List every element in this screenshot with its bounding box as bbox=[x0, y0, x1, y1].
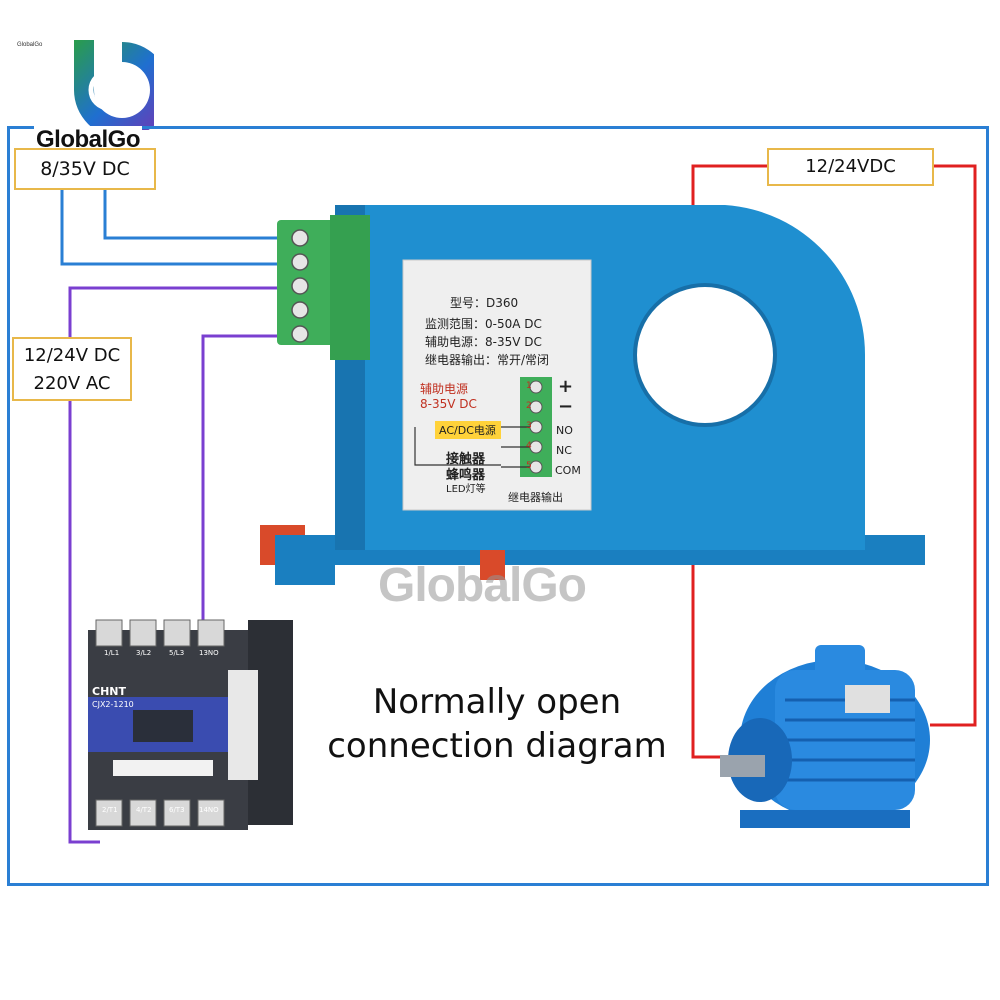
aux-wire-negative bbox=[60, 190, 292, 266]
terminal-minus: − bbox=[558, 396, 574, 417]
pin-2: 2 bbox=[526, 401, 532, 411]
contactor-device bbox=[88, 615, 293, 830]
contactor-supply-line2: 220V AC bbox=[33, 373, 111, 394]
contactor-top-terminal-2: 3/L2 bbox=[136, 649, 152, 657]
contactor-wire-1 bbox=[68, 286, 292, 345]
load-line3: LED灯等 bbox=[446, 484, 486, 495]
motor-device bbox=[715, 630, 940, 840]
device-aux-power: 辅助电源：8-35V DC bbox=[425, 335, 542, 349]
pin-5: 5 bbox=[526, 461, 532, 471]
pin-1: 1 bbox=[526, 381, 532, 391]
load-line1: 接触器 bbox=[446, 452, 486, 467]
contactor-top-terminal-3: 5/L3 bbox=[169, 649, 185, 657]
contactor-top-terminal-4: 13NO bbox=[199, 649, 219, 657]
contactor-bottom-terminal-4: 14NO bbox=[199, 806, 219, 814]
terminal-no: NO bbox=[556, 424, 573, 437]
contactor-supply-label: 12/24V DC 220V AC bbox=[12, 337, 132, 401]
terminal-com: COM bbox=[555, 464, 581, 477]
aux-power-label: 8/35V DC bbox=[14, 148, 156, 190]
contactor-wire-2 bbox=[201, 334, 292, 630]
contactor-supply-line1: 12/24V DC bbox=[23, 345, 121, 366]
load-line2: 蜂鸣器 bbox=[446, 468, 486, 483]
relay-footer: 继电器输出 bbox=[508, 491, 563, 504]
diagram-caption: Normally open connection diagram bbox=[322, 680, 672, 768]
contactor-model: CJX2-1210 bbox=[92, 700, 134, 709]
pin-3: 3 bbox=[526, 421, 532, 431]
device-relay-output: 继电器输出：常开/常闭 bbox=[425, 353, 550, 367]
small-brand-text: GlobalGo bbox=[17, 42, 43, 48]
device-range: 监测范围：0-50A DC bbox=[425, 317, 542, 331]
contactor-bottom-terminal-3: 6/T3 bbox=[169, 806, 185, 814]
terminal-plus: + bbox=[558, 376, 574, 397]
current-sensor-device bbox=[255, 205, 930, 590]
caption-line2: connection diagram bbox=[327, 726, 667, 766]
terminal-aux-label: 辅助电源 bbox=[420, 382, 469, 396]
caption-line1: Normally open bbox=[372, 682, 622, 722]
pin-4: 4 bbox=[526, 441, 532, 451]
contactor-top-terminal-1: 1/L1 bbox=[104, 649, 120, 657]
motor-supply-text: 12/24VDC bbox=[805, 156, 896, 177]
globalgo-logo-icon bbox=[54, 30, 170, 138]
motor-supply-label: 12/24VDC bbox=[767, 148, 934, 186]
brand-watermark: GlobalGo bbox=[378, 559, 587, 612]
diagram-frame bbox=[7, 126, 989, 886]
device-model: 型号：D360 bbox=[450, 296, 519, 310]
terminal-aux-voltage: 8-35V DC bbox=[420, 397, 477, 411]
contactor-bottom-terminal-1: 2/T1 bbox=[102, 806, 118, 814]
aux-wire-positive bbox=[103, 190, 292, 240]
contactor-bottom-terminal-2: 4/T2 bbox=[136, 806, 152, 814]
contactor-brand: CHNT bbox=[92, 685, 126, 698]
aux-power-text: 8/35V DC bbox=[40, 158, 130, 180]
contactor-wire-1b bbox=[68, 400, 100, 844]
acdc-power-label: AC/DC电源 bbox=[439, 424, 496, 437]
terminal-nc: NC bbox=[556, 444, 572, 457]
motor-wire-right bbox=[930, 164, 977, 727]
